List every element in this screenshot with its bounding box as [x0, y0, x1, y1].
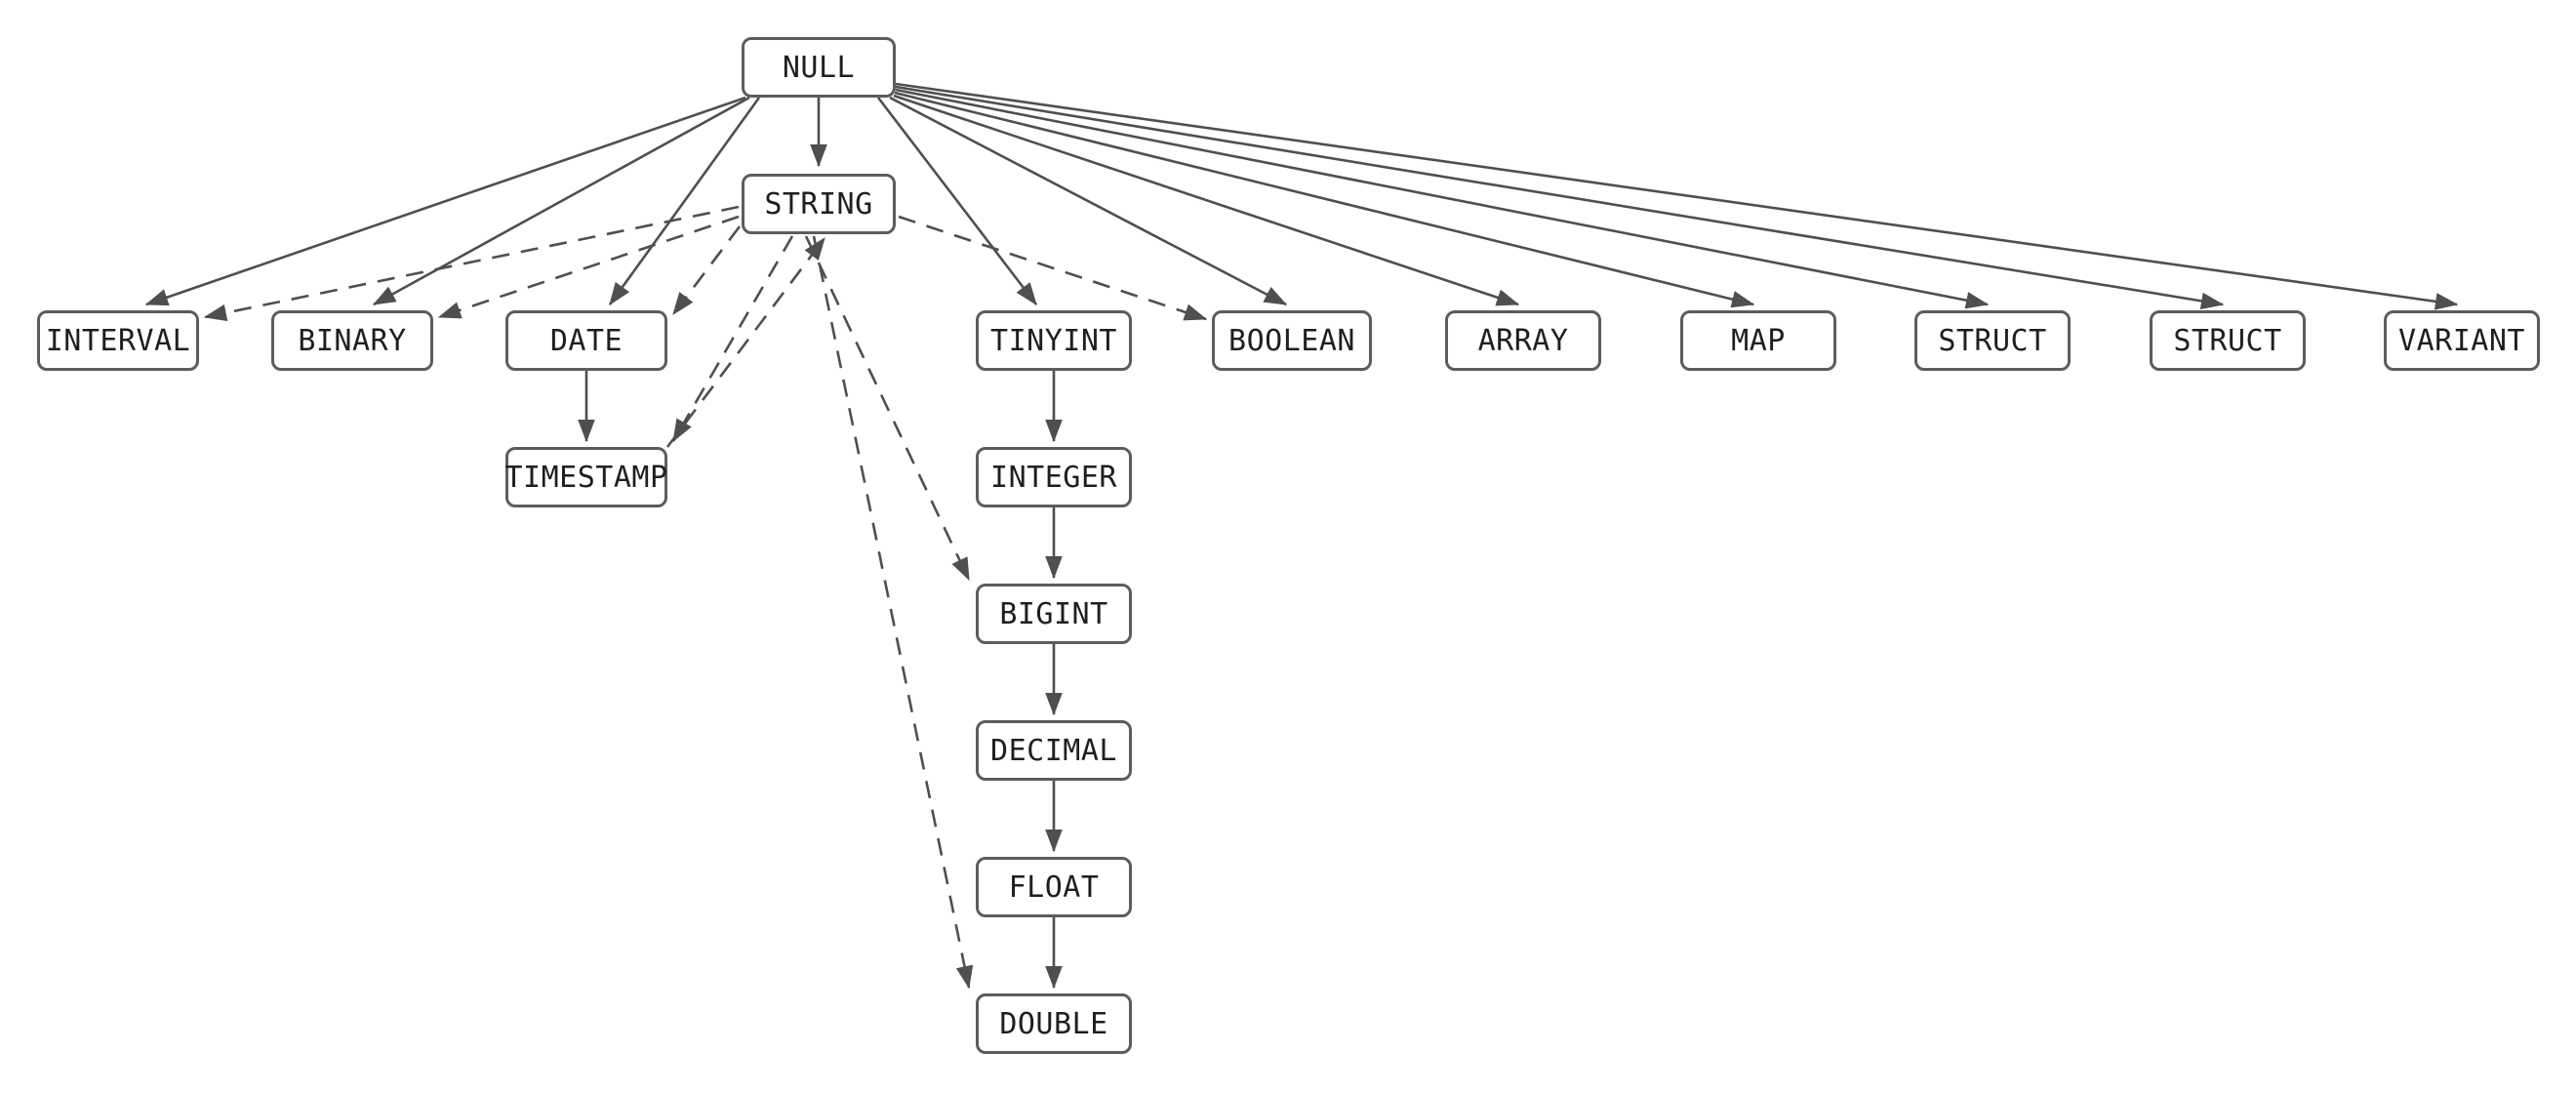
node-map[interactable]: MAP	[1680, 310, 1836, 371]
node-label: VARIANT	[2398, 323, 2525, 358]
node-struct2[interactable]: STRUCT	[2150, 310, 2306, 371]
node-decimal[interactable]: DECIMAL	[976, 720, 1132, 781]
edges-group	[144, 82, 2459, 990]
node-binary[interactable]: BINARY	[271, 310, 433, 371]
node-label: TIMESTAMP	[504, 460, 668, 495]
edge-null-to-date	[608, 97, 761, 306]
edge-null-to-interval	[144, 96, 746, 306]
node-label: DECIMAL	[990, 733, 1117, 768]
node-label: BOOLEAN	[1228, 323, 1355, 358]
edge-string-to-interval	[203, 205, 740, 322]
edge-string-to-binary	[437, 215, 740, 319]
node-label: MAP	[1731, 323, 1786, 358]
node-array[interactable]: ARRAY	[1445, 310, 1601, 371]
node-label: BIGINT	[999, 596, 1108, 631]
node-label: DOUBLE	[999, 1006, 1108, 1041]
edge-string-to-boolean	[898, 215, 1208, 321]
node-timestamp[interactable]: TIMESTAMP	[504, 447, 668, 507]
edge-null-to-map	[894, 91, 1755, 308]
node-label: FLOAT	[1008, 870, 1100, 905]
node-double[interactable]: DOUBLE	[976, 993, 1132, 1054]
edge-string-to-date	[671, 225, 742, 316]
node-label: STRUCT	[2173, 323, 2282, 358]
edge-null-to-array	[893, 94, 1520, 306]
node-date[interactable]: DATE	[505, 310, 667, 371]
node-null[interactable]: NULL	[742, 37, 896, 98]
node-variant[interactable]: VARIANT	[2384, 310, 2540, 371]
node-boolean[interactable]: BOOLEAN	[1212, 310, 1372, 371]
node-label: INTERVAL	[45, 323, 191, 358]
edge-null-to-variant	[895, 82, 2459, 310]
node-float[interactable]: FLOAT	[976, 857, 1132, 917]
node-label: INTEGER	[990, 460, 1117, 495]
node-label: NULL	[782, 50, 856, 85]
node-label: STRING	[764, 186, 873, 222]
node-bigint[interactable]: BIGINT	[976, 584, 1132, 644]
edge-null-to-boolean	[889, 96, 1288, 306]
node-label: DATE	[549, 323, 624, 358]
node-integer[interactable]: INTEGER	[976, 447, 1132, 507]
edge-string-to-timestamp	[671, 235, 794, 443]
edge-timestamp-to-string	[665, 236, 826, 448]
node-label: TINYINT	[990, 323, 1117, 358]
node-interval[interactable]: INTERVAL	[37, 310, 199, 371]
edge-string-to-double	[812, 235, 974, 990]
edge-null-to-struct2	[895, 85, 2225, 310]
edge-string-to-bigint	[804, 235, 971, 582]
node-label: BINARY	[298, 323, 407, 358]
node-tinyint[interactable]: TINYINT	[976, 310, 1132, 371]
edge-null-to-struct1	[895, 88, 1990, 309]
node-label: STRUCT	[1938, 323, 2047, 358]
edge-null-to-tinyint	[876, 97, 1038, 306]
node-label: ARRAY	[1477, 323, 1569, 358]
node-string[interactable]: STRING	[742, 174, 896, 234]
node-struct1[interactable]: STRUCT	[1914, 310, 2071, 371]
